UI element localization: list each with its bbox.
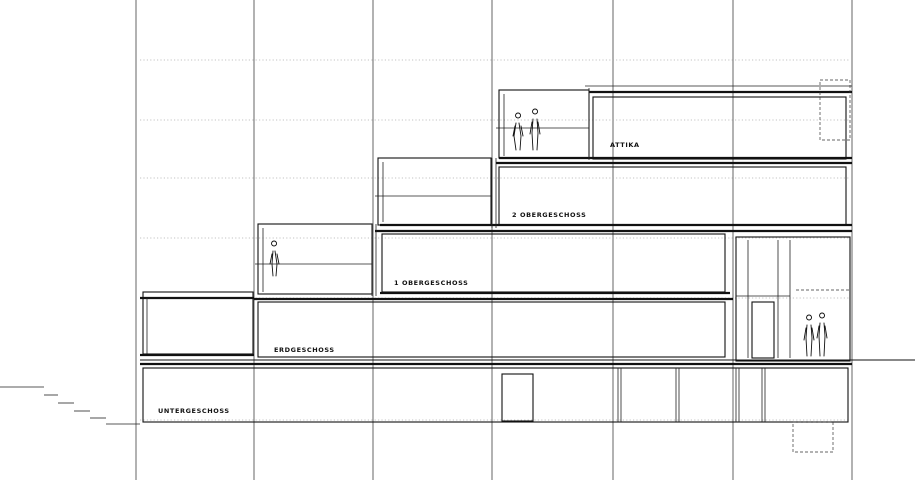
basement-level: UNTERGESCHOSS [140, 362, 852, 453]
second-floor-level: 2 OBERGESCHOSS [375, 157, 852, 228]
ground-floor-level: ERDGESCHOSS [140, 236, 851, 362]
roof-structure [819, 79, 851, 141]
person-figure [803, 314, 815, 357]
second-floor-terrace [377, 157, 492, 226]
attika-terrace [498, 89, 590, 159]
attika-level: ATTIKA [496, 79, 852, 160]
floor-label-erdgeschoss: ERDGESCHOSS [274, 346, 335, 354]
basement-outline [142, 367, 849, 423]
terrace-enclosure [142, 291, 254, 355]
elevator-pit [792, 421, 834, 453]
first-floor-level: 1 OBERGESCHOSS [255, 223, 852, 296]
person-figure [529, 108, 541, 151]
stair-core [735, 236, 851, 362]
basement-door [501, 373, 534, 422]
person-figure [269, 240, 280, 277]
floor-label-untergeschoss: UNTERGESCHOSS [158, 407, 230, 415]
structural-grid [135, 0, 853, 480]
floor-label-obergeschoss-1: 1 OBERGESCHOSS [394, 279, 468, 287]
elevator-door [751, 301, 775, 359]
first-floor-terrace [257, 223, 373, 295]
person-figure [512, 112, 524, 151]
person-figure [816, 312, 828, 357]
attika-room [592, 96, 847, 160]
terrain [0, 359, 915, 425]
floor-label-obergeschoss-2: 2 OBERGESCHOSS [512, 211, 586, 219]
floor-label-attika: ATTIKA [610, 141, 640, 149]
scale-figures [269, 108, 828, 357]
ground-floor-room [257, 301, 726, 358]
